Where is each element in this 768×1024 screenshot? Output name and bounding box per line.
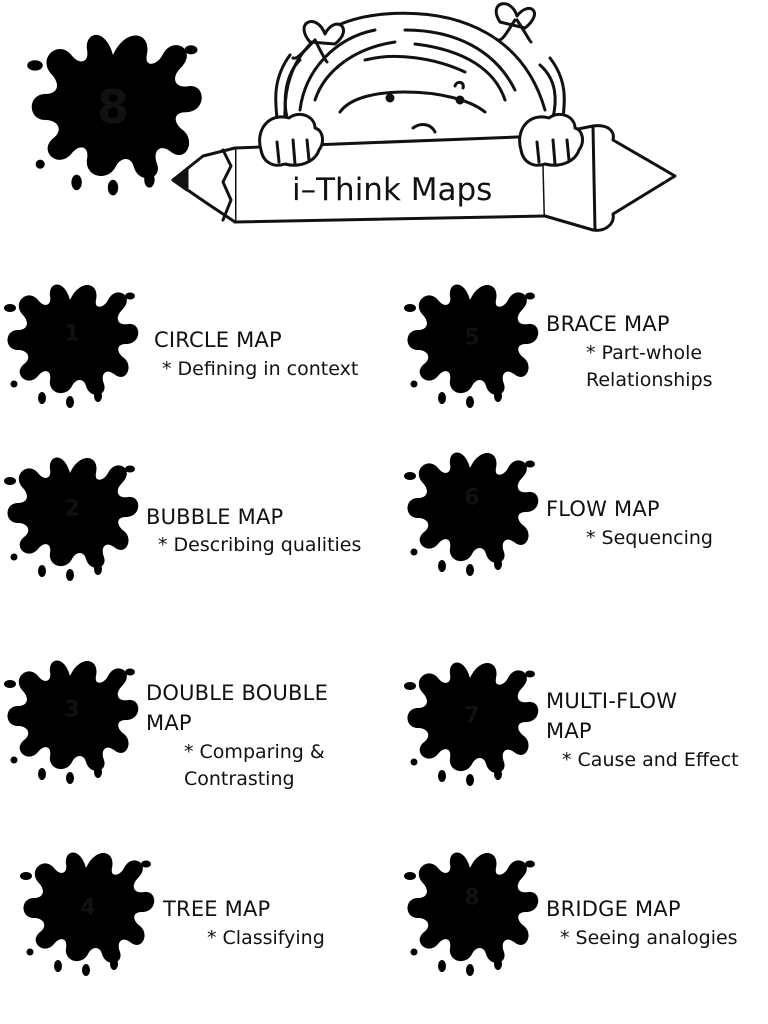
map-description-2: * Describing qualities (158, 534, 362, 556)
map-title-4: TREE MAP (163, 897, 271, 921)
map-title-6: FLOW MAP (546, 497, 660, 521)
map-title-5: BRACE MAP (546, 312, 670, 336)
map-description-6: * Sequencing (586, 527, 713, 549)
splat-icon-5: 5 (404, 284, 539, 408)
map-title-7: MULTI-FLOW MAP (546, 689, 678, 743)
map-number-1: 1 (64, 322, 79, 347)
header-badge-number: 8 (97, 80, 129, 134)
splat-icon-6: 6 (404, 452, 539, 576)
map-description-4: * Classifying (207, 927, 325, 949)
map-number-2: 2 (64, 497, 79, 522)
map-title-2: BUBBLE MAP (146, 505, 284, 529)
header-splat-icon: 8 (27, 34, 202, 196)
splat-icon-1: 1 (4, 284, 139, 408)
map-number-6: 6 (464, 486, 479, 511)
splat-icon-8: 8 (404, 852, 539, 976)
girl-with-pencil-illustration (171, 2, 677, 232)
map-number-8: 8 (464, 886, 479, 911)
map-description-7: * Cause and Effect (562, 749, 739, 771)
page-title: i–Think Maps (292, 172, 493, 208)
map-title-8: BRIDGE MAP (546, 897, 681, 921)
map-description-3: * Comparing & Contrasting (184, 741, 325, 790)
map-description-1: * Defining in context (162, 358, 359, 380)
splat-icon-3: 3 (4, 660, 139, 784)
map-title-3: DOUBLE BOUBLE MAP (146, 681, 329, 735)
map-description-5: * Part-whole Relationships (586, 342, 713, 391)
map-number-3: 3 (64, 698, 79, 723)
splat-icon-7: 7 (404, 662, 539, 786)
map-title-1: CIRCLE MAP (154, 328, 282, 352)
map-number-4: 4 (80, 896, 95, 921)
map-number-5: 5 (464, 326, 479, 351)
map-description-8: * Seeing analogies (560, 927, 738, 949)
map-number-7: 7 (464, 704, 479, 729)
splat-icon-2: 2 (4, 457, 139, 581)
splat-icon-4: 4 (20, 852, 155, 976)
